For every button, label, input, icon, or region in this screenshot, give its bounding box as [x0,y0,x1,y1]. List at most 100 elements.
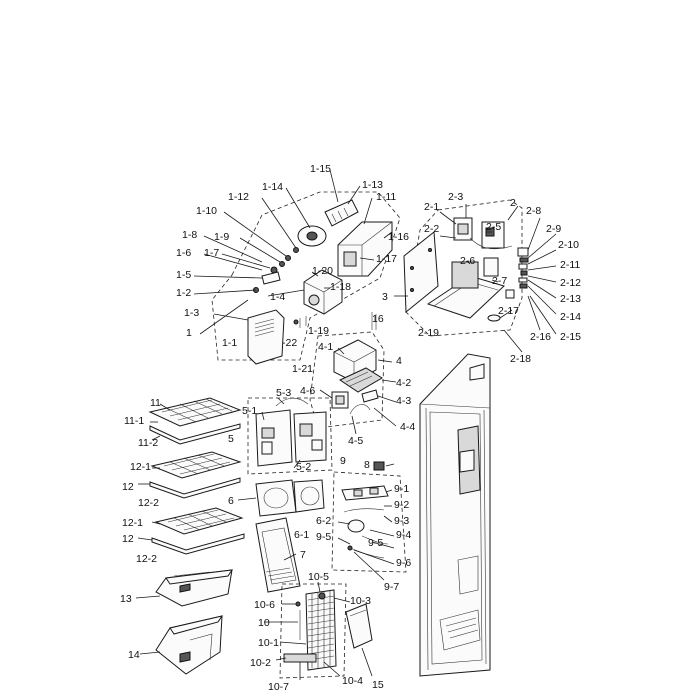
part-label-p5-3: 5-3 [276,387,291,399]
auger-part [324,199,359,227]
part-label-p1-7: 1-7 [204,247,219,259]
part-label-p10-6: 10-6 [254,599,275,611]
part-label-p9-3: 9-3 [394,515,409,527]
gear-wheel-part [297,225,327,247]
group-2-water-module [394,199,557,353]
part-label-p4-3: 4-3 [396,395,411,407]
part-label-p1-11: 1-11 [376,191,396,203]
part-label-p2-5: 2-5 [486,221,501,233]
part-label-p4-2: 4-2 [396,377,411,389]
part-label-p14: 14 [128,649,140,661]
part-label-p9-1: 9-1 [394,483,409,495]
group-5-dispenser-lever [247,397,333,475]
part-label-p5-1: 5-1 [242,405,257,417]
part-label-p5: 5 [228,433,234,445]
ice-bucket-part [337,221,393,277]
part-label-p1-12: 1-12 [228,191,249,203]
part-7-rear-panel [255,517,301,593]
part-label-p9-6: 9-6 [396,557,411,569]
part-label-p4-4: 4-4 [400,421,415,433]
part-label-p2-15: 2-15 [560,331,581,343]
part-label-p6-2: 6-2 [316,515,331,527]
part-label-p3: 3 [382,291,388,303]
part-label-p1-19: 1-19 [308,325,329,337]
part-label-p2-14: 2-14 [560,311,581,323]
part-label-p2: 2 [510,197,516,209]
part-label-p1: 1 [186,327,192,339]
part-label-p2-13: 2-13 [560,293,581,305]
part-label-p1-6: 1-6 [176,247,191,259]
part-6-duct-cover [237,479,325,517]
part-label-p2-10: 2-10 [558,239,579,251]
group-1-ice-maker-assembly [193,169,401,365]
part-label-p2-16: 2-16 [530,331,551,343]
part-label-p16: 16 [372,313,384,325]
part-15-cover [345,603,373,677]
part-label-p7: 7 [300,549,306,561]
part-label-p1-20: 1-20 [312,265,333,277]
part-label-p12b: 12 [122,533,134,545]
part-label-p2-18: 2-18 [510,353,531,365]
shelf-11-part [148,397,242,445]
part-label-p1-21: 1-21 [292,363,313,375]
part-label-p2-3: 2-3 [448,191,463,203]
part-label-p1-15: 1-15 [310,163,331,175]
part-14-drawer [139,615,224,675]
part-label-p5-2: 5-2 [296,461,311,473]
part-label-p2-19: 2-19 [418,327,439,339]
part-label-p1-2: 1-2 [176,287,191,299]
part-label-p10-1: 10-1 [258,637,279,649]
part-label-p12-1a: 12-1 [130,461,151,473]
part-label-p2-17: 2-17 [498,305,519,317]
part-label-p1-10: 1-10 [196,205,217,217]
part-label-p1-17: 1-17 [376,253,397,265]
part-label-p9: 9 [340,455,346,467]
part-13-crisper-drawer [135,569,234,607]
part-label-p10: 10 [258,617,270,629]
back-panel-part [403,231,439,314]
part-label-p12a: 12 [122,481,134,493]
part-label-p10-5: 10-5 [308,571,329,583]
part-label-p12-1b: 12-1 [122,517,143,529]
part-label-p1-22: -22 [282,337,297,349]
part-label-p2-8: 2-8 [526,205,541,217]
part-label-p9-2: 9-2 [394,499,409,511]
part-label-p1-3: 1-3 [184,307,199,319]
part-label-p4-1: 4-1 [318,341,333,353]
part-label-p1-4: 1-4 [270,291,285,303]
part-label-p1-8: 1-8 [182,229,197,241]
part-label-p4-5: 4-5 [348,435,363,447]
part-label-p6-1: 6-1 [294,529,309,541]
part-label-p1-13: 1-13 [362,179,383,191]
part-label-p10-7: 10-7 [268,681,289,693]
part-label-p1-14: 1-14 [262,181,283,193]
part-label-p2-12: 2-12 [560,277,581,289]
part-label-p6: 6 [228,495,234,507]
part-label-p1-16: 1-16 [388,231,409,243]
refrigerator-cabinet [419,353,491,677]
part-label-p1-5: 1-5 [176,269,191,281]
part-label-p15: 15 [372,679,384,691]
part-label-p10-3: 10-3 [350,595,371,607]
part-label-p11: 11 [150,397,161,409]
part-label-p11-1: 11-1 [124,415,144,427]
part-label-p2-9: 2-9 [546,223,561,235]
part-label-p4: 4 [396,355,402,367]
group-9-damper-assembly [331,461,407,581]
part-label-p2-2: 2-2 [424,223,439,235]
shelf-12-upper-part [138,451,242,499]
part-label-p1-1: 1-1 [222,337,237,349]
part-label-p12-2b: 12-2 [136,553,157,565]
part-label-p2-6: 2-6 [460,255,475,267]
part-label-p8: 8 [364,459,370,471]
dispenser-cover-part [247,309,285,365]
part-label-p9-4: 9-4 [396,529,411,541]
part-label-p9-7: 9-7 [384,581,399,593]
part-label-p11-2: 11-2 [138,437,158,449]
part-label-p9-5a: 9-5 [316,531,331,543]
part-label-p10-2: 10-2 [250,657,271,669]
part-label-p1-18: 1-18 [330,281,351,293]
group-4-ice-route [309,312,397,435]
part-label-p4-6: 4-6 [300,385,315,397]
